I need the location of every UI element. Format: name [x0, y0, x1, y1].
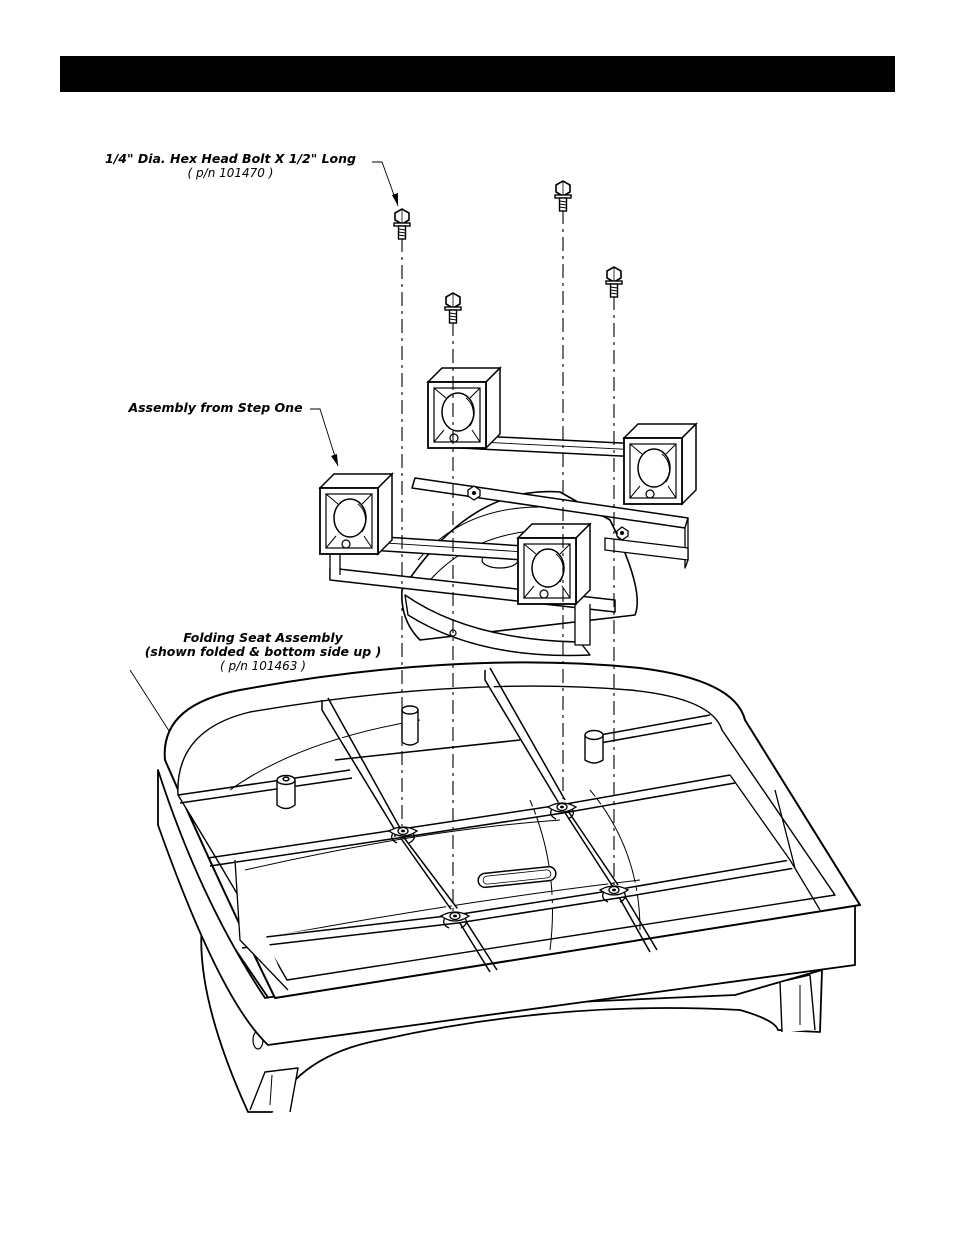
callout-bolt-part-number: ( p/n 101470 ) [187, 166, 274, 180]
callout-assembly: Assembly from Step One [118, 401, 313, 415]
seat-assembly [157, 661, 861, 1113]
callout-seat-part-number: ( p/n 101463 ) [220, 659, 306, 673]
callout-bolt-title: 1/4" Dia. Hex Head Bolt X 1/2" Long [105, 151, 356, 166]
callout-seat: Folding Seat Assembly (shown folded & bo… [128, 630, 398, 674]
callout-seat-title-line2: (shown folded & bottom side up ) [144, 644, 382, 659]
callout-seat-title-line1: Folding Seat Assembly [183, 630, 343, 645]
callout-bolt: 1/4" Dia. Hex Head Bolt X 1/2" Long ( p/… [88, 151, 373, 181]
hex-head-bolts [393, 180, 623, 324]
callout-assembly-title: Assembly from Step One [128, 400, 303, 415]
header-bar [60, 56, 895, 92]
